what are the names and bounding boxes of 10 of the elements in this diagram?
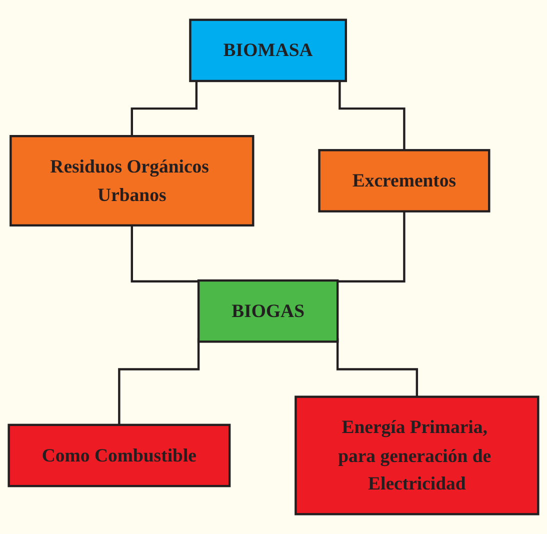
node-box: Residuos Orgánicos Urbanos [10, 135, 254, 226]
node-box: Como Combustible [8, 424, 231, 488]
node-box: Energía Primaria, para generación de Electricidad [294, 396, 540, 516]
node-box: Excrementos [318, 149, 490, 212]
connector [338, 211, 406, 282]
connector [130, 225, 199, 282]
node-box: BIOGAS [197, 279, 339, 343]
node-box: BIOMASA [189, 18, 347, 82]
connector [338, 81, 406, 152]
connector [130, 81, 198, 138]
